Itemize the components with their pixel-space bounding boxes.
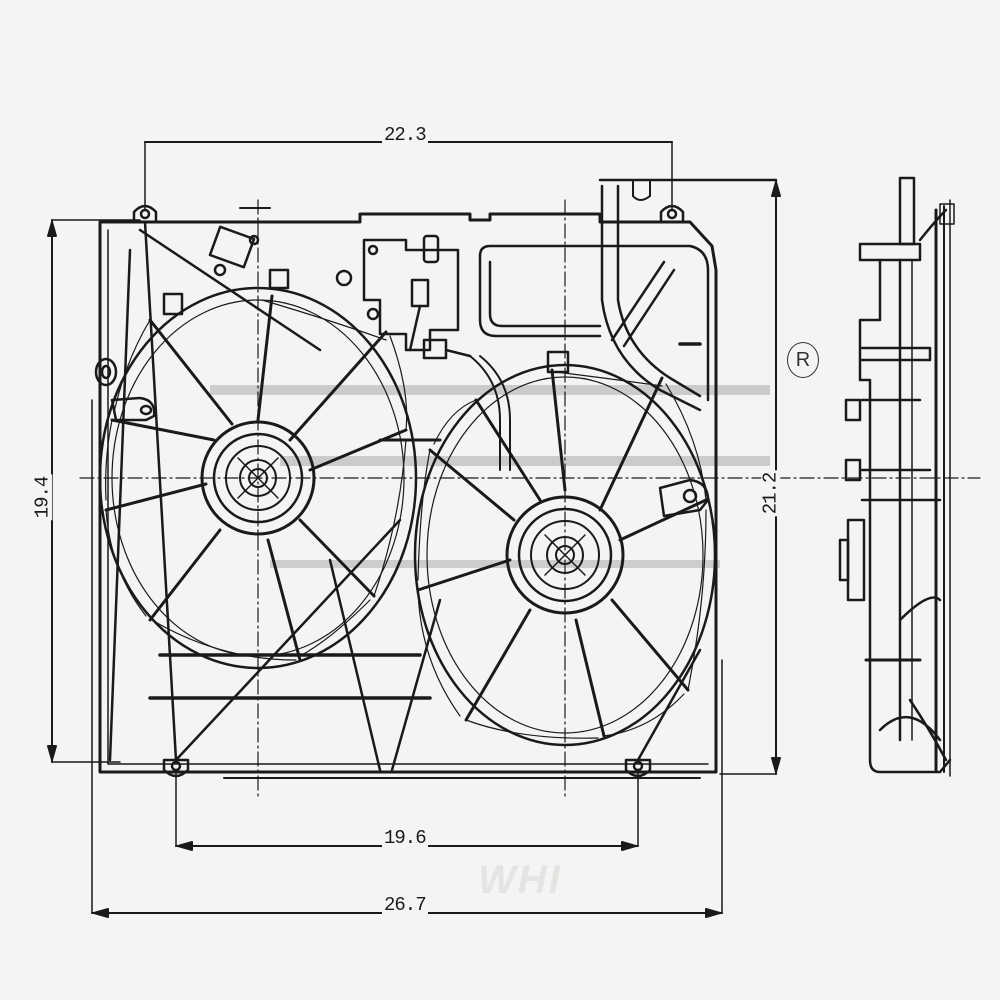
registered-mark-label: R [795, 348, 811, 371]
dimension-overall-height-left: 19.4 [31, 474, 54, 521]
wiring-harness [469, 184, 710, 471]
dimension-lines [47, 141, 781, 918]
ghost-logo-bands [210, 385, 770, 568]
watermark-logo: WHI [478, 858, 562, 902]
motor-connector-bracket [208, 225, 472, 360]
right-fan [413, 363, 717, 747]
side-view [838, 176, 955, 777]
dimension-top-mount-spacing: 22.3 [382, 124, 428, 146]
shroud-struts [108, 220, 702, 772]
registered-trademark-icon: R [787, 342, 819, 378]
left-side-bosses [94, 292, 184, 422]
dimension-bottom-mount-spacing: 19.6 [382, 827, 428, 849]
center-lines [79, 199, 981, 801]
left-fan [98, 286, 418, 670]
shroud-outline [98, 207, 718, 779]
right-side-mount [658, 478, 710, 518]
top-mount-tabs [132, 179, 685, 224]
dimension-overall-height-right: 21.2 [759, 470, 782, 517]
bottom-mount-tabs [162, 758, 652, 778]
dimension-overall-width: 26.7 [382, 894, 428, 916]
